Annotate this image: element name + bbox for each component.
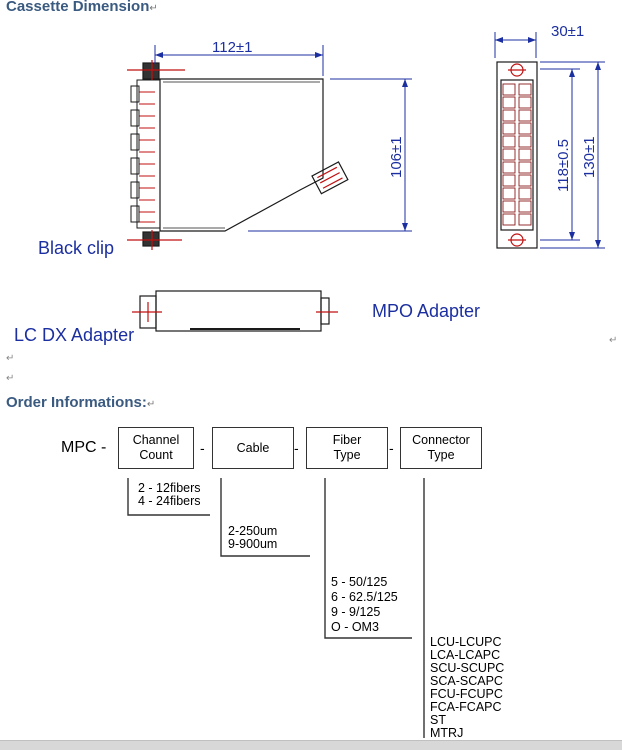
separator: -	[200, 440, 205, 456]
fiber-option: O - OM3	[331, 620, 379, 634]
channel-option: 4 - 24fibers	[138, 494, 201, 508]
cable-option: 2-250um	[228, 524, 278, 538]
dim-inner-height-label: 118±0.5	[555, 139, 572, 192]
lc-adapter-stack	[130, 79, 161, 229]
dim-width-label: 112±1	[212, 39, 253, 56]
black-clip-label: Black clip	[38, 238, 114, 258]
cassette-dimension-title: Cassette Dimension	[6, 0, 150, 15]
lc-dx-adapter-label: LC DX Adapter	[14, 325, 134, 345]
box-line: Cable	[236, 440, 270, 455]
dim-height-label: 106±1	[388, 136, 405, 178]
channel-count-box: Channel Count	[118, 427, 194, 469]
channel-options-list: 2 - 12fibers 4 - 24fibers	[138, 482, 201, 508]
bottom-scroll-bar[interactable]	[0, 740, 622, 750]
cassette-front-view	[496, 61, 538, 249]
paragraph-mark: ↵	[6, 373, 15, 384]
fiber-options-list: 5 - 50/125 6 - 62.5/125 9 - 9/125 O - OM…	[331, 575, 398, 635]
channel-option: 2 - 12fibers	[138, 481, 201, 495]
separator: -	[294, 440, 299, 456]
fiber-type-box: Fiber Type	[306, 427, 388, 469]
cassette-dimension-drawing: 112±1 106±1 30±1 118±0.5 130±1 Black cli…	[14, 23, 605, 345]
dim-depth-label: 30±1	[551, 23, 584, 40]
paragraph-mark: ↵	[149, 3, 158, 14]
connector-option: LCU-LCUPC	[430, 635, 502, 649]
order-prefix: MPC -	[61, 439, 107, 456]
mpo-adapter-label: MPO Adapter	[372, 301, 480, 321]
box-line: Channel	[132, 433, 180, 447]
cable-box: Cable	[212, 427, 294, 469]
paragraph-mark: ↵	[146, 399, 156, 410]
paragraph-mark: ↵	[6, 353, 15, 364]
connector-option: SCU-SCUPC	[430, 661, 505, 675]
box-line: Fiber	[332, 433, 362, 447]
dim-total-height-label: 130±1	[581, 136, 598, 178]
order-info-title: Order Informations:	[6, 394, 147, 411]
mpo-adapter-angled	[311, 161, 349, 195]
connector-option: ST	[430, 713, 446, 727]
connector-type-box: Connector Type	[400, 427, 482, 469]
fiber-option: 6 - 62.5/125	[331, 590, 398, 604]
connector-option: SCA-SCAPC	[430, 674, 503, 688]
connector-options-list: LCU-LCUPC LCA-LCAPC SCU-SCUPC SCA-SCAPC …	[430, 636, 504, 740]
fiber-option: 5 - 50/125	[331, 575, 388, 589]
box-line: Type	[427, 448, 455, 462]
connector-option: MTRJ	[430, 726, 464, 740]
cassette-top-view	[132, 290, 338, 332]
connector-option: LCA-LCAPC	[430, 648, 501, 662]
cable-options-list: 2-250um 9-900um	[228, 525, 277, 551]
black-clip-shape	[127, 60, 185, 250]
fiber-option: 9 - 9/125	[331, 605, 381, 619]
box-line: Type	[333, 448, 361, 462]
connector-option: FCA-FCAPC	[430, 700, 502, 714]
cable-option: 9-900um	[228, 537, 278, 551]
box-line: Count	[139, 448, 173, 462]
connector-option: FCU-FCUPC	[430, 687, 503, 701]
paragraph-mark: ↵	[609, 335, 618, 346]
cassette-side-body	[159, 78, 324, 232]
cassette-dimension-heading: Cassette Dimension↵	[6, 0, 158, 15]
separator: -	[389, 440, 394, 456]
order-info-heading: Order Informations:↵	[6, 394, 155, 411]
box-line: Connector	[412, 433, 470, 447]
